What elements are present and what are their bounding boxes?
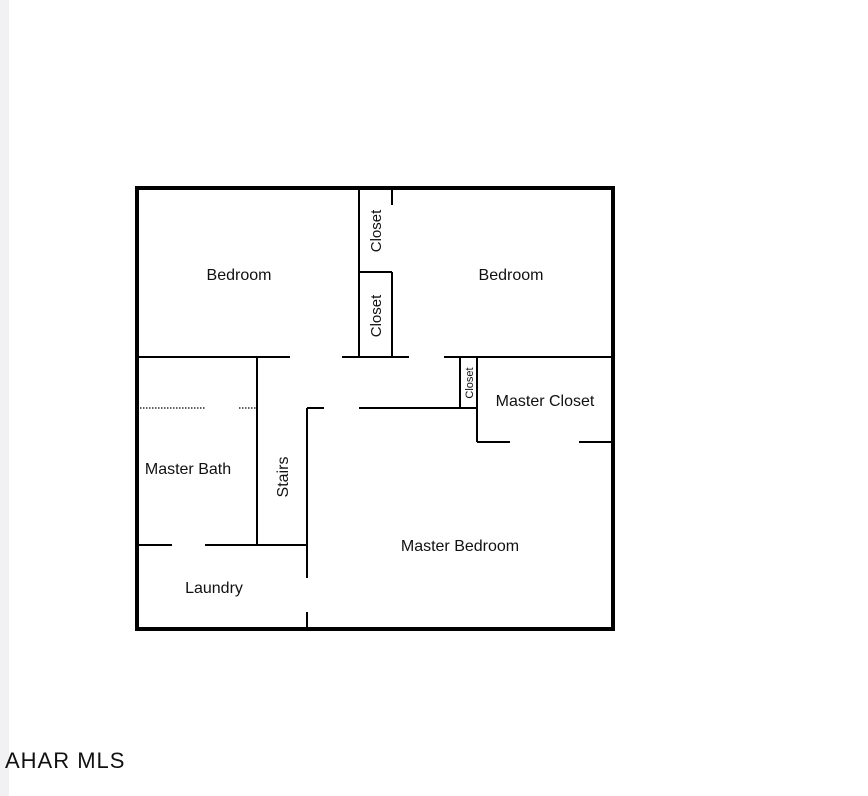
room-label-master-bedroom: Master Bedroom <box>401 538 519 555</box>
room-label-closet-small: Closet <box>464 367 476 398</box>
room-label-master-bath: Master Bath <box>145 461 231 478</box>
room-label-closet-middle: Closet <box>368 294 385 337</box>
outer-wall <box>135 186 615 631</box>
room-label-master-closet: Master Closet <box>496 393 595 410</box>
room-label-bedroom-left: Bedroom <box>207 267 272 284</box>
room-label-laundry: Laundry <box>185 580 243 597</box>
page-edge-strip <box>0 0 9 796</box>
mls-watermark: AHAR MLS <box>5 748 126 773</box>
interior-walls <box>139 190 611 627</box>
room-label-stairs: Stairs <box>275 457 292 498</box>
room-label-bedroom-right: Bedroom <box>479 267 544 284</box>
room-label-closet-top: Closet <box>368 209 385 252</box>
